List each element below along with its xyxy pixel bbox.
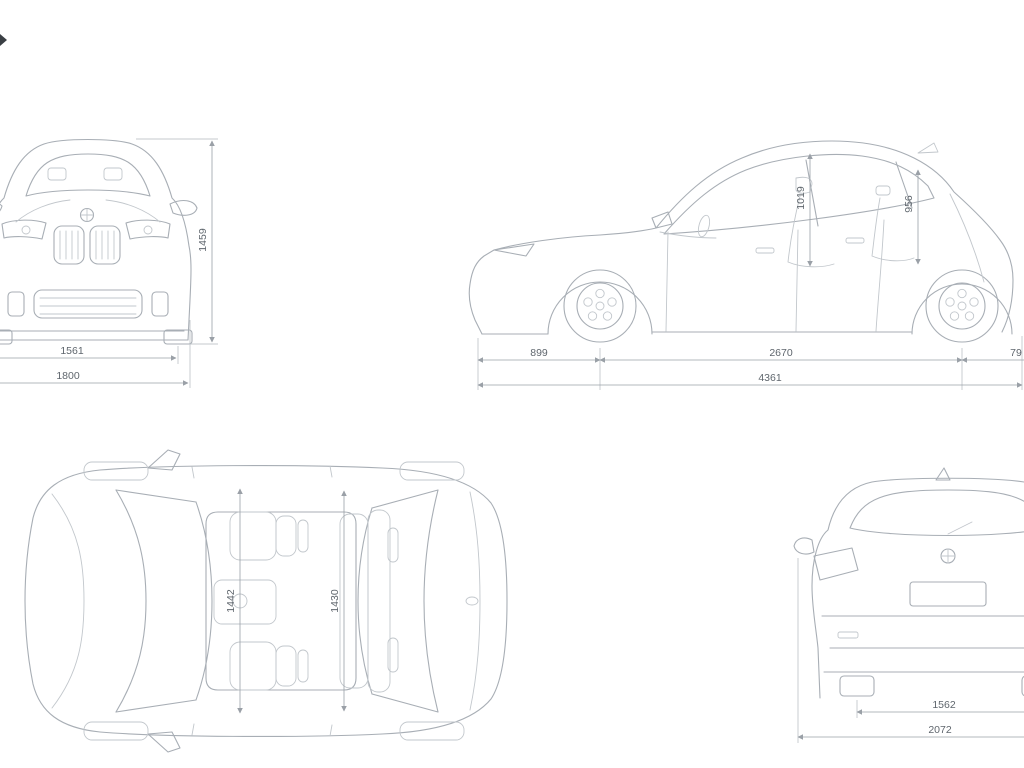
- dim-front-width: 1800: [0, 320, 191, 388]
- front-side-intake-right: [151, 291, 169, 317]
- front-body-outline: [0, 138, 192, 341]
- dim-label-rear-track: 1562: [932, 699, 956, 711]
- top-wheel-rear-left: [399, 461, 465, 481]
- bmw-roundel-rear-cross: [940, 548, 956, 564]
- top-a-pillars: [115, 489, 197, 713]
- side-door-handle-front: [755, 247, 775, 254]
- headlight-right: [125, 219, 171, 240]
- headlight-left: [1, 219, 47, 240]
- dim-label-interior-front: 1442: [225, 589, 237, 613]
- headlight-right-lens: [143, 225, 153, 235]
- dim-label-front-height: 1459: [197, 228, 209, 252]
- bmw-roundel-icon: [79, 207, 95, 223]
- dim-front-track: 1561: [0, 345, 179, 364]
- rear-window: [849, 489, 1024, 537]
- dim-label-front-overhang: 899: [530, 347, 548, 359]
- side-rocker: [481, 331, 913, 335]
- rear-antenna-fin: [935, 467, 951, 481]
- side-rear-wheel: [925, 269, 999, 343]
- rear-bumper-lines: [821, 615, 1024, 673]
- front-headrest-right: [103, 167, 123, 181]
- top-roof-front-edge: [195, 501, 213, 701]
- dim-label-interior-rear: 1430: [329, 589, 341, 613]
- grille-slats: [59, 230, 115, 260]
- top-windshield-base: [115, 489, 147, 713]
- front-mirror-left: [0, 203, 3, 212]
- rear-license-plate: [909, 581, 987, 607]
- top-hood-crease: [51, 493, 85, 709]
- top-rear-window-front: [357, 507, 373, 695]
- front-windshield: [25, 153, 151, 197]
- top-c-pillars: [371, 489, 439, 713]
- rear-view: 1562 2072: [793, 467, 1024, 743]
- top-seats: [213, 509, 399, 693]
- front-wheel-right: [163, 329, 193, 345]
- dim-top-interior-rear: 1430: [329, 490, 347, 712]
- dim-label-rear-overhang: 79: [1010, 347, 1022, 359]
- dim-label-headroom-front: 1019: [795, 186, 807, 210]
- side-wheel-arches: [547, 281, 1013, 335]
- dim-rear-track: 1562: [856, 699, 1024, 718]
- side-antenna-fin: [917, 142, 939, 154]
- top-body-outline: [24, 464, 508, 738]
- dim-side-headroom-front: 1019: [795, 153, 813, 267]
- top-door-shutlines: [191, 465, 333, 737]
- side-door-lines: [665, 219, 885, 332]
- dim-label-wheelbase: 2670: [769, 347, 793, 359]
- top-wheel-rear-right: [399, 721, 465, 741]
- rear-wiper: [947, 521, 973, 535]
- clipped-edge-mark: [0, 34, 7, 46]
- top-mirror-left: [147, 449, 181, 471]
- side-glasshouse: [663, 154, 935, 235]
- front-headrest-left: [47, 167, 67, 181]
- side-quarter-window-line: [895, 161, 913, 209]
- kidney-grille-left: [53, 225, 85, 265]
- side-door-handle-rear: [845, 237, 865, 244]
- rear-mirror-left: [793, 537, 815, 555]
- dim-label-front-width: 1800: [56, 370, 80, 382]
- hood-creases: [15, 199, 161, 223]
- dim-label-front-track: 1561: [60, 345, 84, 357]
- side-body-outline: [468, 140, 1014, 335]
- headlight-left-lens: [21, 225, 31, 235]
- side-mirror: [651, 211, 673, 229]
- dim-label-rear-width: 2072: [928, 724, 952, 736]
- front-view: 1459 1561 1800: [0, 138, 218, 388]
- rear-taillight-left: [813, 547, 859, 581]
- dim-top-interior-front: 1442: [225, 488, 243, 714]
- top-wheel-front-left: [83, 461, 149, 481]
- rear-wheel-left: [839, 675, 875, 697]
- front-wheel-left: [0, 329, 13, 345]
- top-view: 1442 1430: [24, 449, 508, 753]
- top-antenna-fin: [465, 596, 479, 606]
- dim-rear-width: 2072: [797, 558, 1024, 743]
- side-view: 1019 956 899 2670 79 4361: [468, 140, 1024, 390]
- front-mirror-right: [169, 199, 198, 216]
- side-headlight: [493, 243, 535, 257]
- dim-front-height: 1459: [136, 138, 218, 345]
- rear-wheel-right: [1021, 675, 1024, 697]
- rear-body-outline: [811, 477, 1024, 699]
- dim-label-headroom-rear: 956: [903, 195, 915, 213]
- side-tailgate-line: [949, 193, 985, 283]
- front-bumper-lines: [0, 330, 189, 341]
- top-wheel-front-right: [83, 721, 149, 741]
- bmw-roundel-cross: [80, 208, 94, 222]
- top-rear-window-rear: [423, 489, 439, 713]
- front-side-intake-left: [7, 291, 25, 317]
- front-lower-intake: [33, 289, 143, 319]
- dim-side-bottom: 899 2670 79 4361: [477, 336, 1024, 390]
- dim-label-length: 4361: [758, 372, 782, 384]
- top-tail-crease: [469, 491, 481, 711]
- rear-reflector-left: [837, 631, 859, 639]
- front-intake-mesh: [39, 297, 137, 315]
- top-mirror-right: [147, 731, 181, 753]
- kidney-grille-right: [89, 225, 121, 265]
- side-front-wheel: [563, 269, 637, 343]
- dim-side-headroom-rear: 956: [903, 169, 921, 265]
